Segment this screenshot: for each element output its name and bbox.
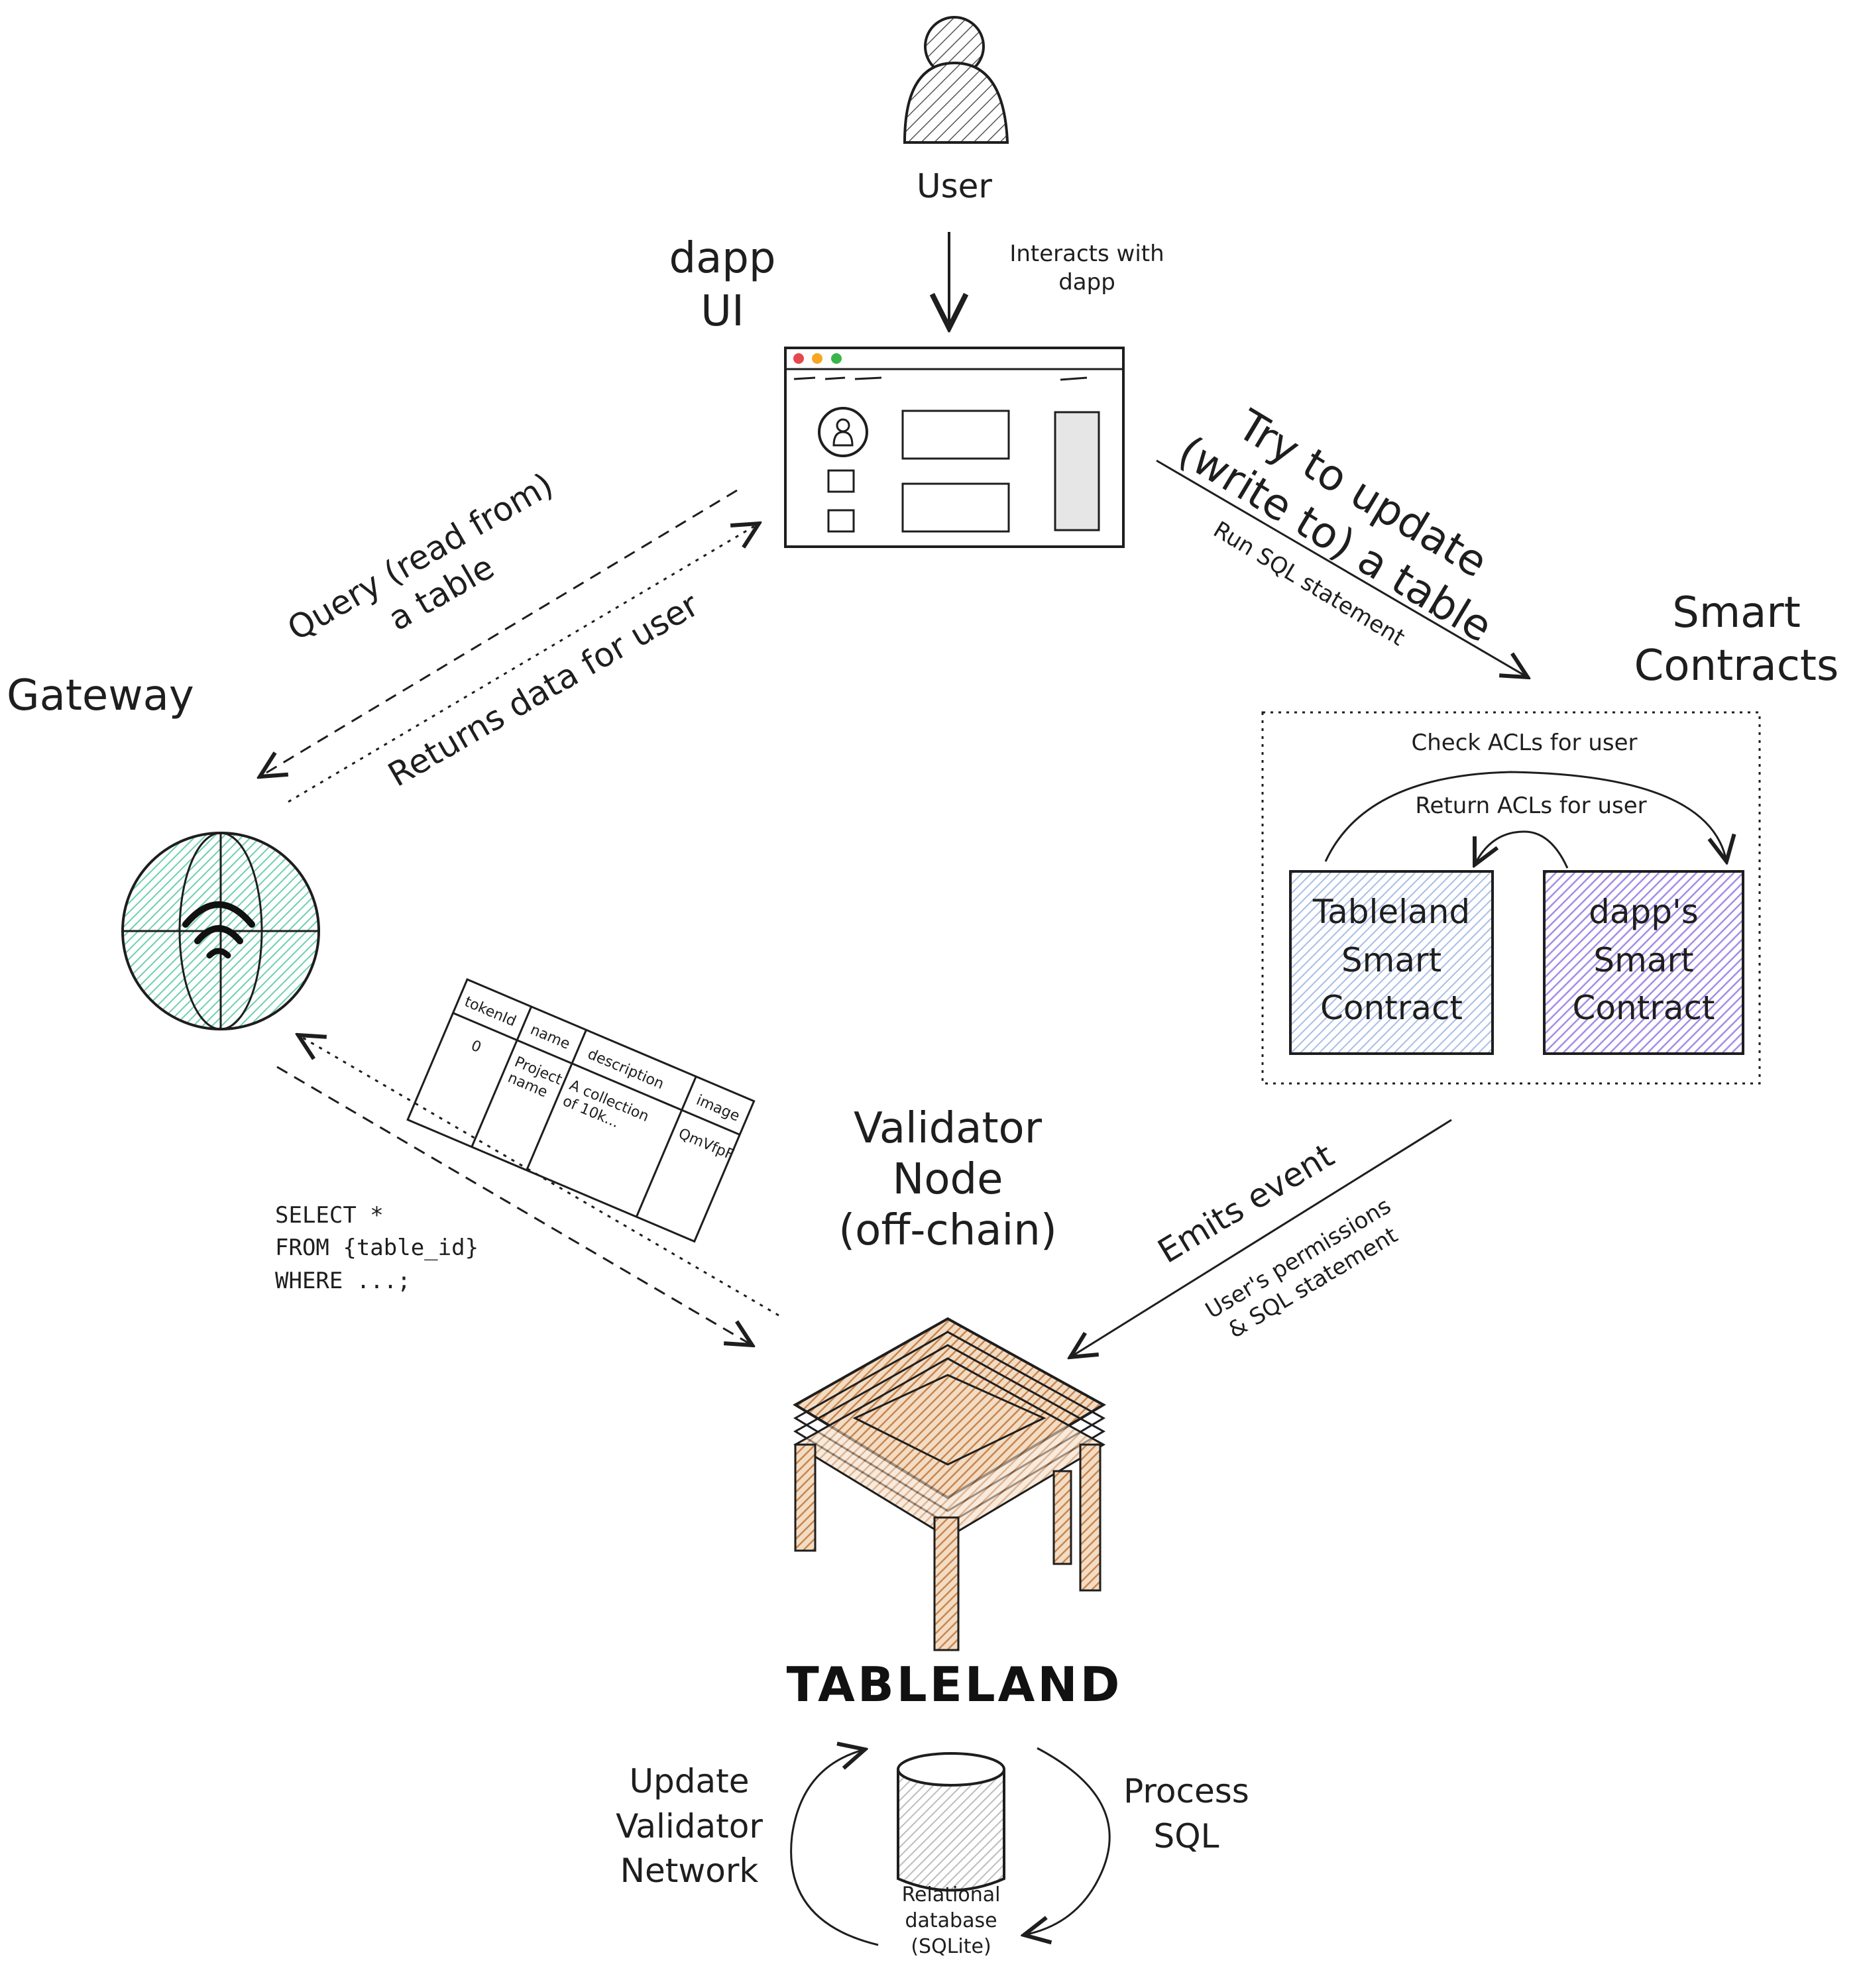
update-network-arrow [790,1749,879,1946]
database-label: Relational database (SQLite) [901,1883,1001,1958]
process-sql-arrow [1024,1747,1111,1935]
check-acls-label: Check ACLs for user [1411,730,1638,756]
window-minimize-dot [812,353,822,364]
query-arrow [260,489,738,777]
database-icon [897,1752,1005,1892]
tableland-table-icon [793,1317,1107,1651]
process-sql-label: Process SQL [1123,1772,1249,1855]
browser-window-icon [784,347,1125,548]
interacts-label: Interacts with dapp [1009,241,1164,296]
window-maximize-dot [831,353,842,364]
returns-arrow [288,524,759,803]
try-update-arrow [1156,459,1528,677]
smart-contracts-container [1261,711,1761,1085]
update-network-label: Update Validator Network [616,1762,763,1890]
tableland-logo: TABLELAND [786,1657,1123,1712]
table-icon: tokenId name description image 0 Project… [406,978,756,1243]
tableland-contract-label: Tableland Smart Contract [1312,893,1471,1027]
return-acls-label: Return ACLs for user [1415,793,1647,819]
user-icon [903,16,1009,144]
user-label: User [917,167,992,205]
validator-node-label: Validator Node (off-chain) [838,1104,1057,1255]
sql-query-label: SELECT * FROM {table_id} WHERE ...; [275,1202,479,1294]
dapp-contract-box [1543,870,1744,1055]
dapp-contract-label: dapp's Smart Contract [1572,893,1715,1027]
emits-event-arrow [1070,1119,1452,1357]
smart-contracts-label: Smart Contracts [1634,588,1839,690]
tableland-contract-box [1289,870,1494,1055]
gateway-label: Gateway [7,671,194,720]
wifi-icon [182,901,255,959]
check-acls-arrow [1324,771,1726,861]
sql-query-arrow [276,1066,752,1345]
window-close-dot [793,353,804,364]
dapp-ui-label: dapp UI [669,234,776,336]
return-acls-arrow [1475,830,1569,868]
